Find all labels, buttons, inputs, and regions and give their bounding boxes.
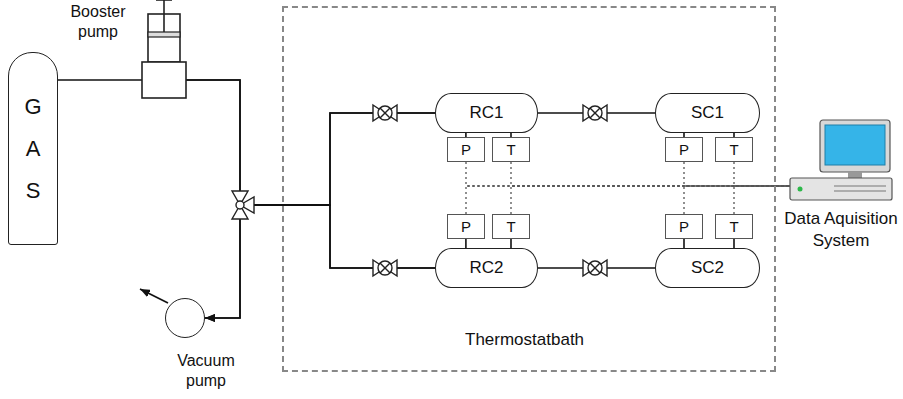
temperature-sensor: T bbox=[492, 214, 530, 239]
pipe-line bbox=[205, 205, 435, 318]
node-label: P bbox=[679, 218, 689, 235]
three-way-valve bbox=[232, 191, 254, 219]
node-label: SC1 bbox=[691, 103, 724, 123]
signal-line bbox=[466, 162, 790, 186]
signal-line bbox=[466, 186, 790, 214]
signal-line bbox=[684, 186, 790, 214]
computer: Data Aquisition System bbox=[790, 120, 892, 200]
exhaust-arrow bbox=[140, 289, 168, 303]
das-icon bbox=[790, 120, 892, 200]
gas-cylinder: G A S bbox=[8, 52, 58, 245]
node-label: T bbox=[506, 141, 515, 158]
temperature-sensor: T bbox=[492, 137, 530, 162]
node-label: P bbox=[461, 141, 471, 158]
pressure-sensor: P bbox=[665, 214, 703, 239]
pipe-line bbox=[205, 113, 435, 318]
node-label: SC2 bbox=[691, 258, 724, 278]
node-label: Vacuum pump bbox=[166, 351, 246, 391]
vacuum-pump: Vacuum pump bbox=[165, 298, 205, 338]
signal-line bbox=[734, 186, 790, 214]
signal-line bbox=[511, 186, 790, 214]
temperature-sensor: T bbox=[715, 214, 753, 239]
node-label: Thermostatbath bbox=[465, 330, 584, 350]
node-label: P bbox=[461, 218, 471, 235]
node-label: Booster pump bbox=[58, 2, 138, 42]
pipe-line bbox=[465, 239, 467, 248]
signal-line bbox=[511, 162, 790, 186]
reference-cell: RC1 bbox=[435, 93, 538, 133]
node-label: RC2 bbox=[469, 258, 503, 278]
pipe-line bbox=[186, 80, 435, 205]
node-label: T bbox=[729, 141, 738, 158]
booster-icon bbox=[142, 14, 186, 98]
temperature-sensor: T bbox=[715, 137, 753, 162]
signal-line bbox=[684, 162, 790, 186]
node-label: RC1 bbox=[469, 103, 503, 123]
pipe-line bbox=[683, 239, 685, 248]
pipe-line bbox=[58, 79, 142, 81]
sample-cell: SC1 bbox=[655, 93, 760, 133]
pipe-line bbox=[186, 80, 435, 268]
thermostat-bath: Thermostatbath RC1P T SC1P T P T RC2 P T SC2 bbox=[284, 8, 774, 370]
reference-cell: RC2 bbox=[435, 248, 538, 288]
pressure-sensor: P bbox=[665, 137, 703, 162]
node-label: T bbox=[729, 218, 738, 235]
node-label: Data Aquisition System bbox=[784, 208, 898, 252]
pressure-sensor: P bbox=[447, 214, 485, 239]
pipe-line bbox=[733, 239, 735, 248]
pressure-sensor: P bbox=[447, 137, 485, 162]
node-label: P bbox=[679, 141, 689, 158]
signal-line bbox=[734, 162, 790, 186]
node-label: T bbox=[506, 218, 515, 235]
sample-cell: SC2 bbox=[655, 248, 760, 288]
pipe-line bbox=[510, 239, 512, 248]
node-label: G A S bbox=[22, 86, 44, 212]
booster-pump: Booster pump bbox=[142, 14, 186, 98]
